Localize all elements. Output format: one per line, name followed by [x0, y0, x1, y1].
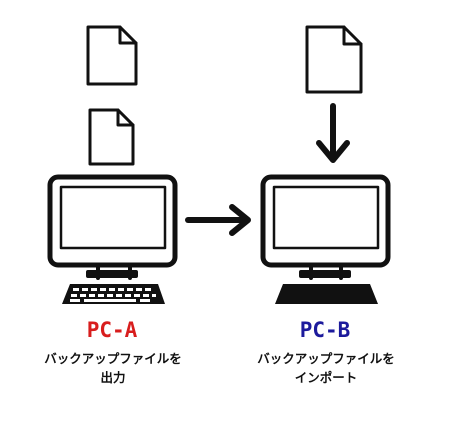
document-icon: [86, 25, 138, 86]
keyboard-keys: [70, 288, 156, 302]
pc-a-caption-line2: 出力: [100, 370, 126, 385]
document-icon: [305, 25, 363, 94]
arrow-right-icon: [185, 204, 251, 236]
pc-b-caption: バックアップファイルを インポート: [247, 349, 405, 387]
pc-b-caption-line2: インポート: [294, 370, 358, 385]
pc-b-label: PC-B: [299, 318, 351, 342]
computer-with-keyboard-icon: [47, 174, 178, 304]
computer-with-keyboard-icon: [260, 174, 391, 304]
pc-a-caption: バックアップファイルを 出力: [34, 349, 192, 387]
pc-a-caption-line1: バックアップファイルを: [44, 351, 182, 366]
pc-a-label: PC-A: [86, 318, 138, 342]
document-icon: [88, 108, 135, 166]
pc-b-caption-line1: バックアップファイルを: [257, 351, 395, 366]
arrow-down-icon: [316, 103, 350, 163]
